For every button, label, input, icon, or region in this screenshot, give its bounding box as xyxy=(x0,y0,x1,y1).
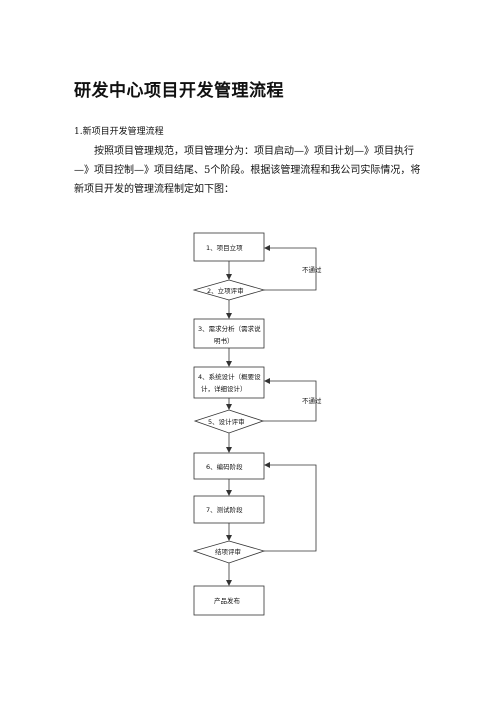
svg-text:1、项目立项: 1、项目立项 xyxy=(206,243,243,252)
step-box-release: 产品发布 xyxy=(193,585,265,616)
svg-text:3、需求分析（需求说: 3、需求分析（需求说 xyxy=(198,324,261,333)
loop-label-1: 不通过 xyxy=(302,265,322,274)
step-box-6: 6、编码阶段 xyxy=(193,452,265,480)
loop-lines xyxy=(263,245,317,552)
step-diamond-5: 5、设计评审 xyxy=(193,409,265,434)
section-heading: 1.新项目开发管理流程 xyxy=(74,127,164,137)
step-diamond-2: 2、立项评审 xyxy=(192,279,266,301)
svg-text:6、编码阶段: 6、编码阶段 xyxy=(206,462,243,471)
svg-text:计，详细设计）: 计，详细设计） xyxy=(201,384,247,393)
svg-text:5、设计评审: 5、设计评审 xyxy=(208,417,245,426)
svg-text:7、测试阶段: 7、测试阶段 xyxy=(206,505,243,514)
page-title: 研发中心项目开发管理流程 xyxy=(74,81,284,101)
svg-text:产品发布: 产品发布 xyxy=(214,596,241,605)
step-box-4: 4、系统设计（概要设 计，详细设计） xyxy=(193,366,265,399)
step-box-7: 7、测试阶段 xyxy=(193,495,265,524)
body-paragraph: 按照项目管理规范，项目管理分为：项目启动—》项目计划—》项目执行—》项目控制—》… xyxy=(74,146,421,195)
svg-text:2、立项评审: 2、立项评审 xyxy=(207,286,244,295)
step-box-3: 3、需求分析（需求说 明书） xyxy=(193,318,265,349)
svg-text:4、系统设计（概要设: 4、系统设计（概要设 xyxy=(198,372,261,381)
step-box-1: 1、项目立项 xyxy=(193,232,265,262)
loop-label-2: 不通过 xyxy=(302,396,322,405)
step-diamond-final-review: 结项评审 xyxy=(192,540,266,564)
svg-text:结项评审: 结项评审 xyxy=(215,547,241,556)
svg-text:明书）: 明书） xyxy=(214,336,234,345)
